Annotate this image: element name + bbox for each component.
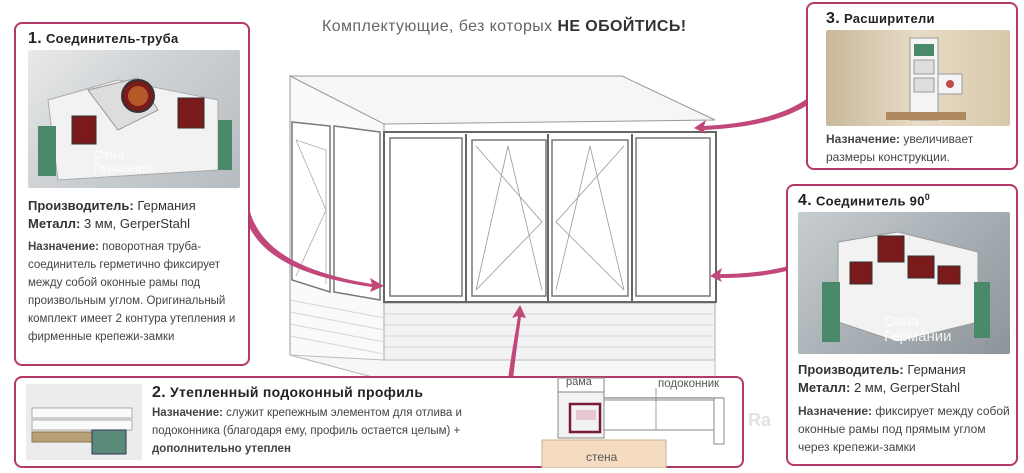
sill-diagram-wall-label: стена <box>586 450 618 464</box>
side-window-right <box>333 125 381 301</box>
watermark: Ra <box>748 410 772 430</box>
card4-metal-value: 2 мм, GerperStahl <box>853 380 960 395</box>
card1-manufacturer-label: Производитель: <box>28 198 134 213</box>
card1-manufacturer: Производитель: Германия <box>28 196 196 216</box>
arrow-card3 <box>694 98 812 134</box>
card1-metal: Металл: 3 мм, GerperStahl <box>28 214 190 234</box>
balcony-floor <box>289 354 716 381</box>
card4-degree: 0 <box>924 192 931 202</box>
card4-purpose-text: фиксирует между собой оконные рамы под п… <box>798 404 1010 454</box>
card2-purpose-bold: дополнительно утеплен <box>152 443 291 455</box>
balcony-siding <box>383 302 716 361</box>
card4-manufacturer: Производитель: Германия <box>798 360 966 380</box>
card1-metal-value: 3 мм, GerperStahl <box>83 216 190 231</box>
card1-number: 1. <box>28 30 42 47</box>
card3-purpose: Назначение: увеличивает размеры конструк… <box>826 130 1006 166</box>
card-pipe-connector: 1.Соединитель-труба Окна Германии Произв… <box>14 22 250 366</box>
arrows <box>244 98 812 380</box>
card2-number: 2. <box>152 384 166 401</box>
headline-prefix: Комплектующие, без которых <box>322 18 558 35</box>
windowsill-profile-image <box>26 384 142 460</box>
card1-purpose-label: Назначение: <box>28 241 99 253</box>
arrow-card4 <box>710 262 802 282</box>
card1-logo-line1: Окна <box>94 147 125 162</box>
sill-diagram-sill-label: подоконник <box>658 378 720 390</box>
card3-title-text: Расширители <box>843 11 935 26</box>
card1-metal-label: Металл: <box>28 216 81 231</box>
card3-number: 3. <box>826 10 840 27</box>
connector-90-image <box>822 231 990 343</box>
side-window-left <box>291 121 331 294</box>
card4-photo: Окна Германии <box>798 212 1010 354</box>
card4-logo: Окна Германии <box>884 314 952 344</box>
extenders-image <box>886 37 966 121</box>
card4-logo-line1: Окна <box>884 313 919 330</box>
page-headline: Комплектующие, без которых НЕ ОБОЙТИСЬ! <box>322 18 686 36</box>
card1-logo: Окна Германии <box>94 148 153 174</box>
card3-title: 3.Расширители <box>826 10 935 28</box>
card2-purpose-label: Назначение: <box>152 407 223 419</box>
pipe-connector-image <box>38 77 232 181</box>
headline-emphasis: НЕ ОБОЙТИСЬ! <box>557 18 687 35</box>
card4-logo-line2: Германии <box>884 328 952 345</box>
card4-title-text: Соединитель 90 <box>815 193 925 209</box>
card-extenders: 3.Расширители Назначение: увеличивает ра… <box>806 2 1018 170</box>
arrow-card2 <box>508 305 526 380</box>
card4-manufacturer-value: Германия <box>907 362 966 377</box>
card2-photo <box>26 384 142 460</box>
card2-purpose-text: служит крепежным элементом для отлива и … <box>152 407 462 437</box>
card4-number: 4. <box>798 192 812 210</box>
card4-purpose-label: Назначение: <box>798 404 873 418</box>
card1-logo-line2: Германии <box>94 160 153 175</box>
card3-purpose-label: Назначение: <box>826 132 901 146</box>
sill-diagram-svg <box>541 377 725 469</box>
sill-diagram: рама подоконник стена <box>536 374 736 469</box>
sill-diagram-frame-label: рама <box>566 376 592 388</box>
card1-manufacturer-value: Германия <box>137 198 196 213</box>
card2-title: 2.Утепленный подоконный профиль <box>152 384 423 402</box>
card2-title-text: Утепленный подоконный профиль <box>169 384 424 400</box>
card1-title-text: Соединитель-труба <box>45 31 179 46</box>
card1-purpose-text: поворотная труба-соединитель герметично … <box>28 241 236 343</box>
card4-metal: Металл: 2 мм, GerperStahl <box>798 378 960 398</box>
card2-purpose: Назначение: служит крепежным элементом д… <box>152 404 470 458</box>
card3-purpose-text: увеличивает размеры конструкции. <box>826 132 974 164</box>
card4-purpose: Назначение: фиксирует между собой оконны… <box>798 402 1010 456</box>
card1-title: 1.Соединитель-труба <box>28 30 179 48</box>
card1-photo: Окна Германии <box>28 50 240 188</box>
card3-photo <box>826 30 1010 126</box>
arrow-card1 <box>244 212 384 292</box>
card4-manufacturer-label: Производитель: <box>798 362 904 377</box>
card4-title: 4.Соединитель 900 <box>798 192 930 210</box>
card4-metal-label: Металл: <box>798 380 851 395</box>
card-connector-90: 4.Соединитель 900 Окна Германии Производ… <box>786 184 1018 466</box>
card1-purpose: Назначение: поворотная труба-соединитель… <box>28 238 242 346</box>
card-windowsill-profile: 2.Утепленный подоконный профиль Назначен… <box>14 374 744 469</box>
